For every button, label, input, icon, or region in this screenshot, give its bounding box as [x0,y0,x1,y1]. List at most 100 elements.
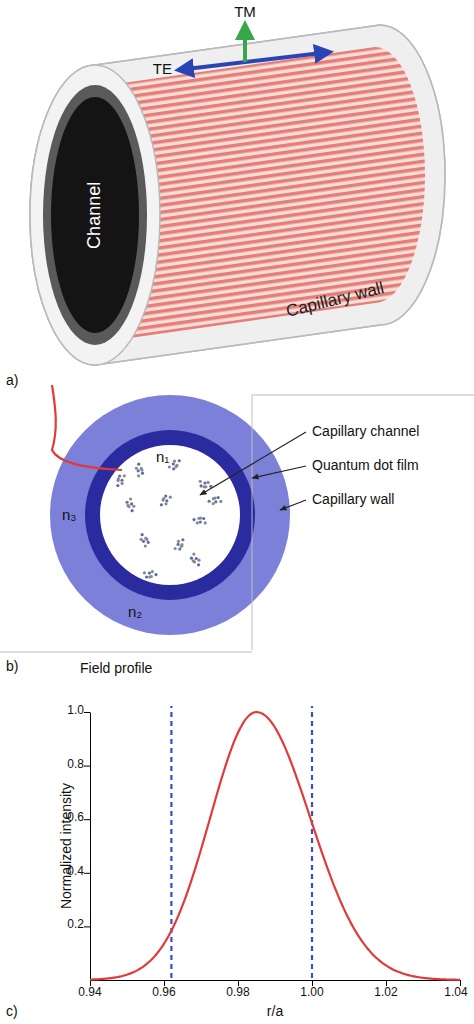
quantum-dot [125,501,128,504]
quantum-dot [168,465,171,468]
part-label: Capillary channel [312,423,419,439]
quantum-dot [139,538,142,541]
quantum-dot [202,517,205,520]
quantum-dot [137,474,140,477]
quantum-dot [196,521,199,524]
quantum-dot [197,517,200,520]
quantum-dot [178,459,181,462]
quantum-dot [173,459,176,462]
quantum-dot [193,560,196,563]
boundary-line [170,706,172,978]
x-axis [91,980,461,986]
quantum-dot [199,520,202,523]
quantum-dot [219,500,222,503]
quantum-dot [120,479,123,482]
quantum-dot [141,533,144,536]
quantum-dot [200,484,203,487]
label-frame [252,395,474,650]
axis-title: r/a [267,1003,283,1019]
part-label: Capillary wall [284,278,386,321]
leader-line [280,500,306,510]
quantum-dot [143,571,146,574]
quantum-dot [154,573,157,576]
quantum-dot [181,538,184,541]
quantum-dot [137,469,140,472]
quantum-dot [140,467,143,470]
quantum-dot [175,464,178,467]
quantum-dot [127,505,130,508]
quantum-dot [176,543,179,546]
cross-section [50,385,290,635]
panel-label: a) [6,372,18,388]
index-label: n₂ [128,603,142,620]
quantum-dot [137,463,140,466]
quantum-dot [148,571,151,574]
capillary-cylinder [30,25,445,365]
tm-arrow [243,24,247,62]
quantum-dot [144,544,147,547]
quantum-dot [120,482,123,485]
quantum-dot [145,575,148,578]
part-label: Channel [85,181,106,248]
quantum-dot [116,484,119,487]
intensity-chart [84,706,461,986]
quantum-dot [123,474,126,477]
quantum-dot [129,497,132,500]
quantum-dot [165,499,168,502]
panel-label: b) [6,658,18,674]
quantum-dot [150,575,153,578]
quantum-dot [212,497,215,500]
quantum-dot [135,467,138,470]
tick-label: 0.98 [226,986,249,1000]
part-label: Quantum dot film [312,457,419,473]
quantum-dot [190,557,193,560]
quantum-dot [144,537,147,540]
te-arrow [178,52,330,70]
quantum-dot [178,547,181,550]
tick-label: 0.8 [67,758,84,772]
quantum-dot [192,518,195,521]
axis-title: Normalized intensity [58,783,74,909]
quantum-dot [204,485,207,488]
tick-label: 0.2 [67,918,84,932]
tick-label: 0.96 [152,986,175,1000]
quantum-dot [132,505,135,508]
leader-line [252,466,306,478]
intensity-curve [90,712,460,980]
index-label: n₁ [156,448,169,465]
quantum-dot [195,557,198,560]
quantum-dot [118,474,121,477]
polarization-label: TM [234,3,256,20]
quantum-dot [177,540,180,543]
y-axis [84,713,91,981]
tick-label: 1.0 [67,704,84,718]
quantum-dot [172,462,175,465]
panel-label: c) [6,1003,18,1019]
tick-label: 1.00 [300,986,323,1000]
quantum-dot [142,540,145,543]
quantum-dot [160,503,163,506]
quantum-dot [180,543,183,546]
tick-label: 1.02 [374,986,397,1000]
quantum-dot [212,502,215,505]
quantum-dot [217,496,220,499]
quantum-dot [208,500,211,503]
polarization-label: TE [153,60,172,77]
part-label: Capillary wall [312,491,394,507]
tick-label: 0.94 [78,986,101,1000]
quantum-dot [141,472,144,475]
quantum-dot [164,502,167,505]
quantum-dot [197,563,200,566]
panel-rule [0,652,252,653]
quantum-dot [197,559,200,562]
quantum-dot [172,467,175,470]
quantum-dot [147,541,150,544]
quantum-dot [169,496,172,499]
annotation: Field profile [80,660,152,676]
quantum-dot [151,570,154,573]
quantum-dot [192,553,195,556]
quantum-dot [116,479,119,482]
index-label: n₃ [62,506,76,523]
field-profile-curve [52,385,122,470]
quantum-dot [161,498,164,501]
